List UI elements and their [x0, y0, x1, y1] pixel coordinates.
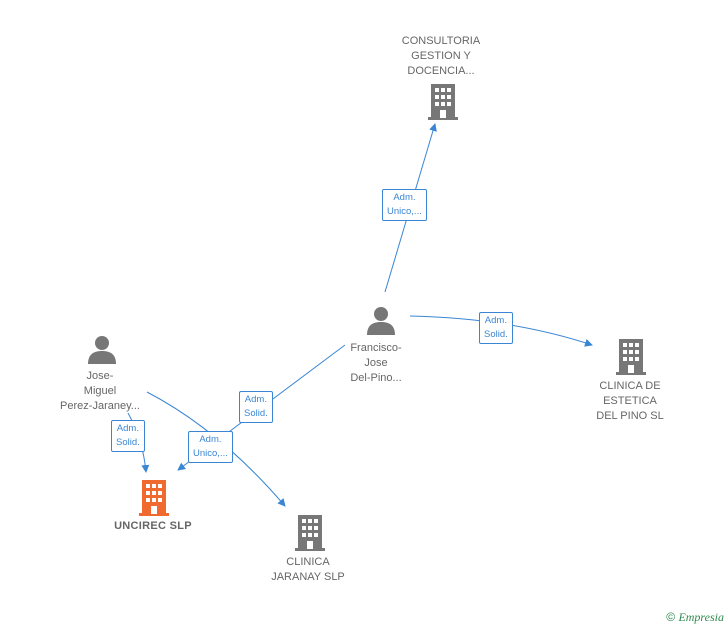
node-jose[interactable]: Jose- Miguel Perez-Jaraney... [60, 370, 140, 412]
copyright-symbol: © [666, 610, 676, 624]
node-consultoria[interactable]: CONSULTORIA GESTION Y DOCENCIA... [401, 35, 481, 77]
node-clinica-estetica[interactable]: CLINICA DE ESTETICA DEL PINO SL [596, 380, 664, 422]
building-icon[interactable] [616, 339, 646, 375]
edge-label-francisco-clinica-estetica[interactable]: Adm. Solid. [479, 312, 513, 344]
person-icon[interactable] [87, 334, 117, 364]
edge-label-francisco-uncirec[interactable]: Adm. Solid. [239, 391, 273, 423]
edge-label-jose-uncirec[interactable]: Adm. Solid. [111, 420, 145, 452]
node-clinica-jaranay[interactable]: CLINICA JARANAY SLP [271, 556, 345, 583]
building-icon[interactable] [295, 515, 325, 551]
node-francisco[interactable]: Francisco- Jose Del-Pino... [350, 342, 402, 384]
edge-label-francisco-consultoria[interactable]: Adm. Unico,... [382, 189, 427, 221]
building-highlight-icon[interactable] [139, 480, 169, 516]
person-icon[interactable] [366, 305, 396, 335]
brand-name: Empresia [678, 610, 724, 624]
footer-brand: © Empresia [666, 610, 724, 625]
node-uncirec[interactable]: UNCIREC SLP [114, 520, 192, 532]
edge-label-jose-clinica-jaranay[interactable]: Adm. Unico,... [188, 431, 233, 463]
building-icon[interactable] [428, 84, 458, 120]
